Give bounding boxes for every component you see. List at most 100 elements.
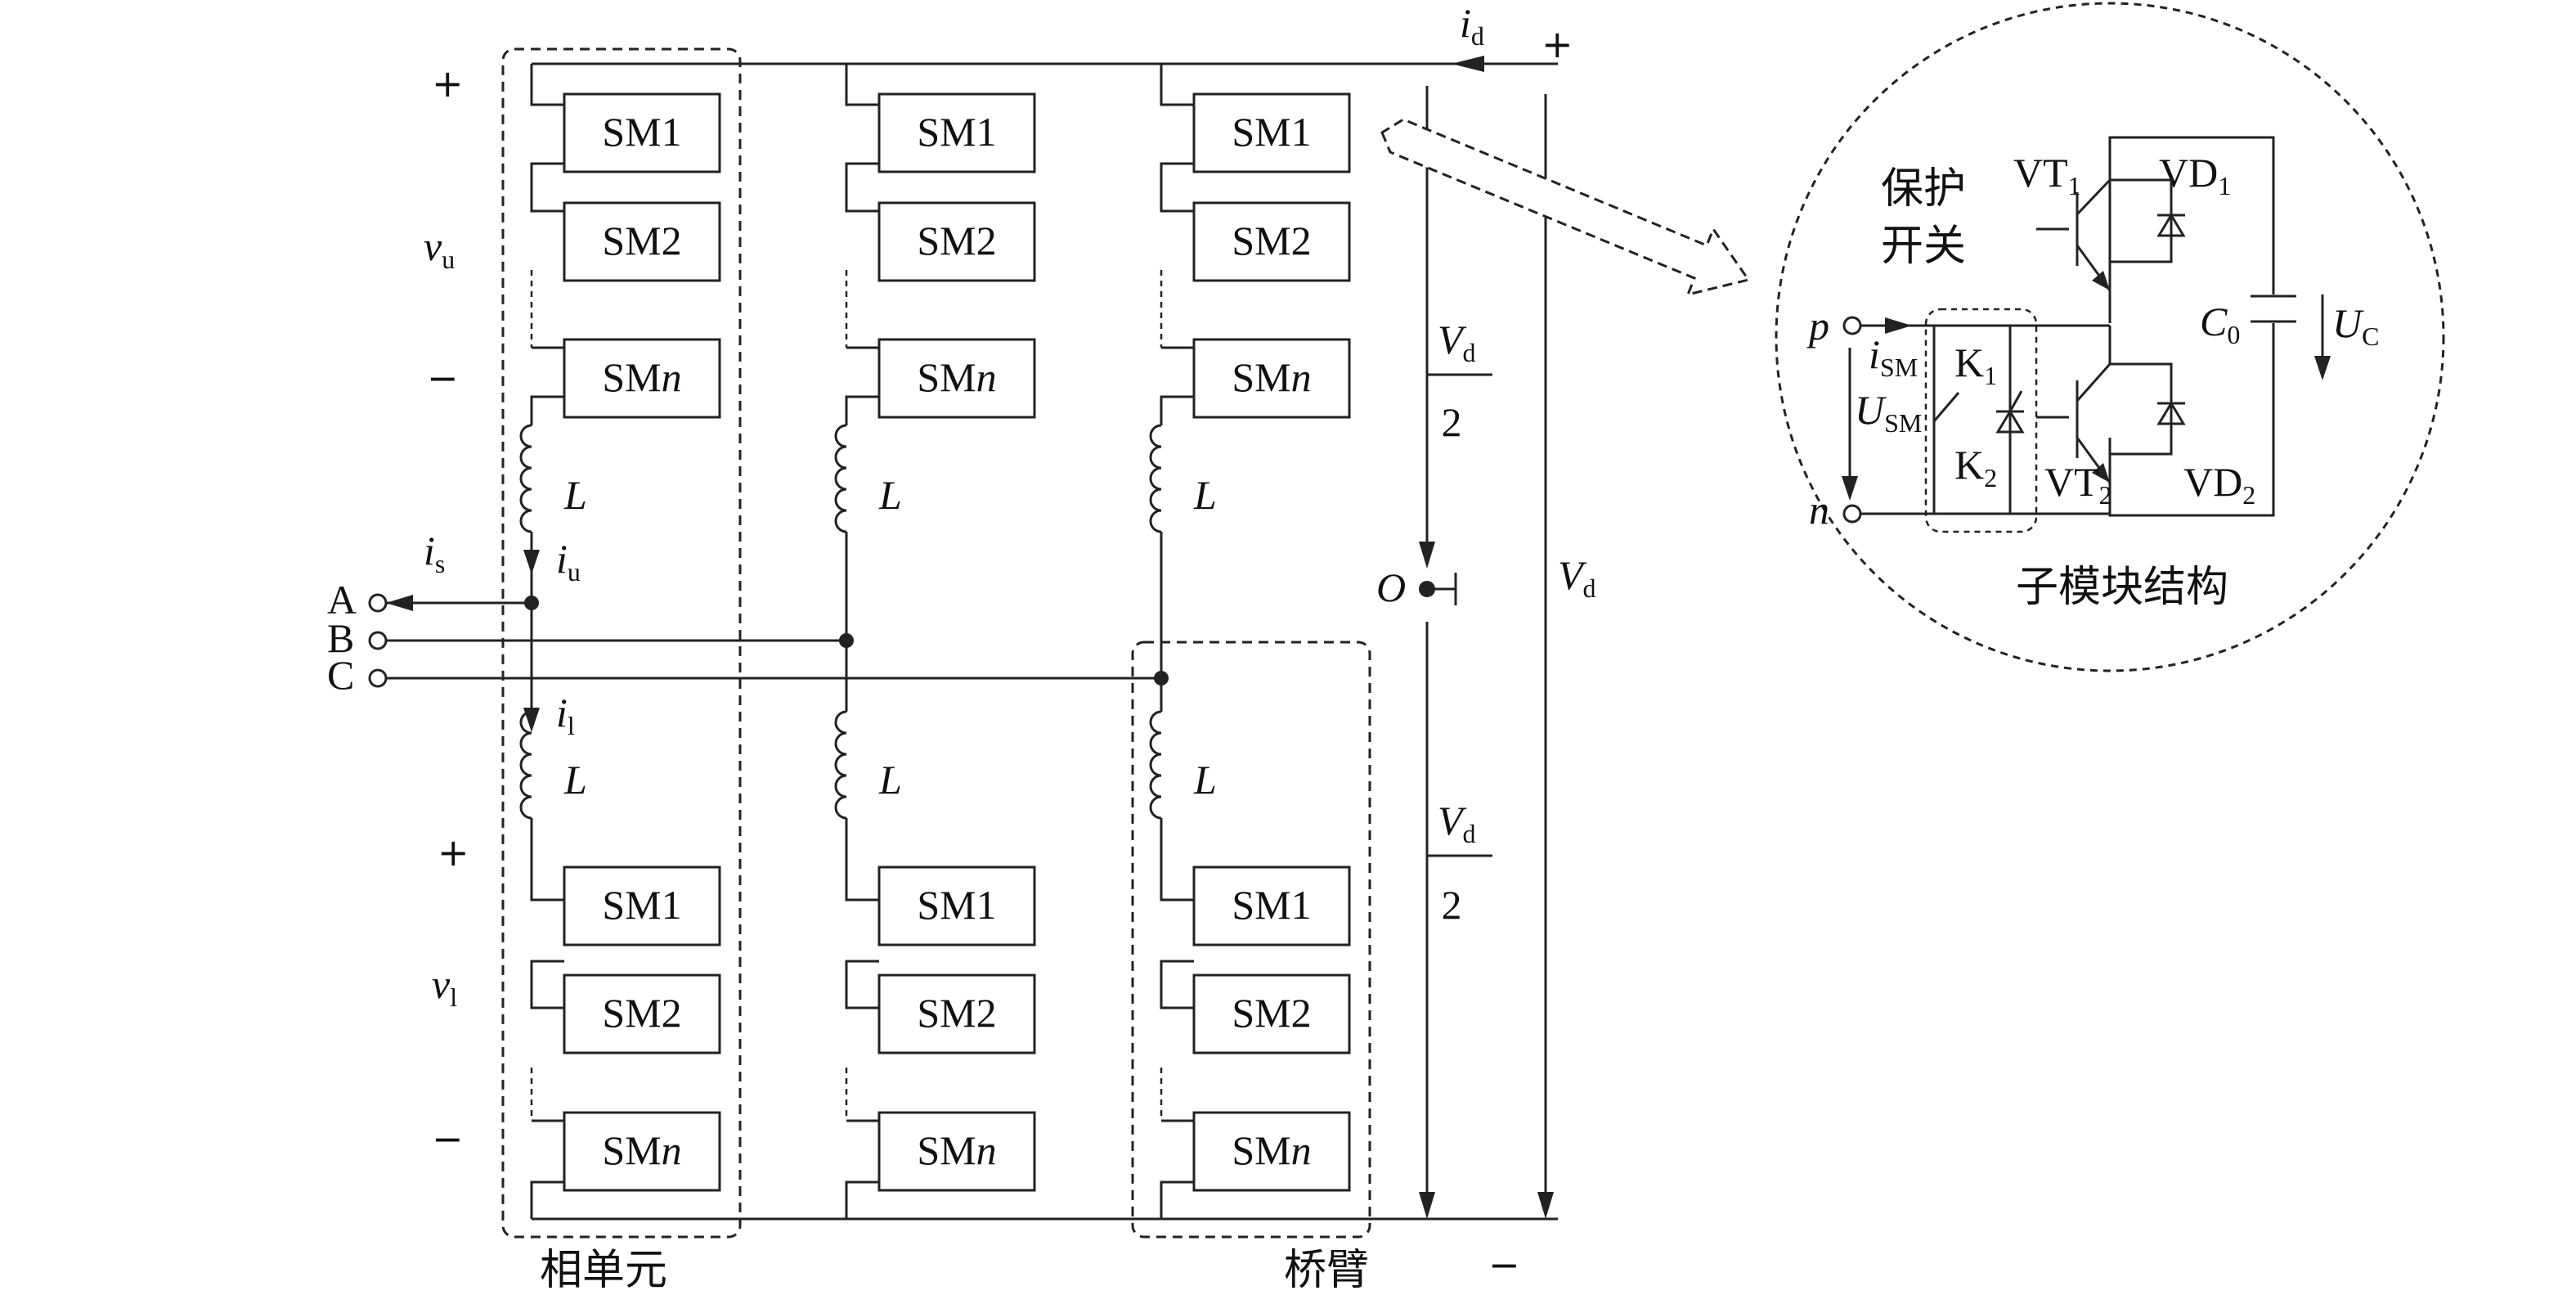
id-label: id bbox=[1460, 0, 1484, 51]
vt1-label: VT1 bbox=[2013, 150, 2081, 200]
submodule-label: SM2 bbox=[917, 218, 996, 263]
vd1-icon bbox=[2156, 213, 2186, 237]
vt2-label: VT2 bbox=[2044, 459, 2112, 510]
submodule-box bbox=[563, 92, 721, 173]
inductor-label: L bbox=[563, 472, 587, 518]
phase-column-c bbox=[1149, 64, 1194, 1219]
ism-arrow bbox=[1885, 317, 1912, 334]
submodule-box bbox=[1192, 1111, 1351, 1192]
terminal-c-label: C bbox=[327, 652, 354, 698]
iu-label: iu bbox=[556, 536, 581, 587]
terminal-a bbox=[368, 593, 388, 613]
k2-switch-icon bbox=[1932, 392, 1960, 422]
usm-arrow bbox=[1842, 476, 1858, 501]
usm-label: USM bbox=[1855, 387, 1922, 438]
lower-arm-b: SM1 SM2 SMn bbox=[877, 866, 1036, 1192]
submodule-box bbox=[1192, 201, 1351, 282]
submodule-box bbox=[877, 866, 1036, 947]
submodule-detail: 保护 开关 VT1 VD1 VT2 VD2 bbox=[1775, 2, 2445, 672]
dc-plus: + bbox=[1542, 22, 1573, 66]
submodule-label: SM2 bbox=[602, 218, 681, 263]
inductor-label: L bbox=[878, 472, 902, 518]
vu-plus: + bbox=[432, 61, 464, 106]
junction-dot bbox=[839, 633, 854, 648]
dc-minus: − bbox=[1488, 1243, 1520, 1287]
upper-arm-b: SM1 SM2 SMn bbox=[877, 92, 1036, 419]
submodule-label-n: SMn bbox=[917, 1127, 996, 1173]
submodule-box bbox=[563, 1111, 721, 1192]
submodule-label: SM2 bbox=[602, 990, 681, 1036]
submodule-label-n: SMn bbox=[917, 354, 996, 400]
submodule-label: SM2 bbox=[1232, 990, 1311, 1036]
vd-label: Vd bbox=[1558, 552, 1596, 603]
submodule-box bbox=[877, 974, 1036, 1054]
submodule-box bbox=[1192, 866, 1351, 947]
submodule-box bbox=[563, 974, 721, 1054]
submodule-label: SM2 bbox=[917, 990, 996, 1036]
neutral-label: O bbox=[1376, 564, 1406, 610]
submodule-label-n: SMn bbox=[602, 354, 681, 400]
vd1-label: VD1 bbox=[2159, 150, 2231, 200]
bridge-arm-label: 桥臂 bbox=[1284, 1246, 1369, 1295]
submodule-box bbox=[877, 1111, 1036, 1192]
vl-minus: − bbox=[432, 1117, 464, 1161]
inductor-labels: L L L L L L bbox=[563, 472, 1217, 803]
submodule-box bbox=[877, 92, 1036, 173]
vd2-icon bbox=[2156, 401, 2186, 425]
il-label: il bbox=[556, 690, 575, 740]
submodule-label-n: SMn bbox=[1232, 354, 1311, 400]
protect-switch-label-2: 开关 bbox=[1881, 222, 1966, 271]
upper-arm-c: SM1 SM2 SMn bbox=[1192, 92, 1351, 419]
n-terminal bbox=[1842, 504, 1862, 524]
submodule-label: SM1 bbox=[1232, 882, 1311, 928]
phase-column-b bbox=[834, 64, 879, 1219]
k1-label: K1 bbox=[1954, 339, 1997, 390]
submodule-box bbox=[1192, 338, 1351, 419]
inductor-label: L bbox=[563, 757, 587, 803]
p-terminal bbox=[1842, 316, 1862, 335]
ism-label: iSM bbox=[1869, 331, 1918, 382]
submodule-label: SM2 bbox=[1232, 218, 1311, 263]
ac-terminals: A B C bbox=[327, 577, 1169, 698]
c0-label: C0 bbox=[2200, 299, 2240, 349]
left-annotations: + vu − is iu il + vl − bbox=[424, 61, 581, 1161]
half-vd-lower-denominator: 2 bbox=[1442, 882, 1462, 928]
submodule-label: SM1 bbox=[602, 109, 681, 155]
submodule-label: SM1 bbox=[602, 882, 681, 928]
k1-thyristor-icon bbox=[1995, 409, 2025, 434]
vu-minus: − bbox=[427, 356, 459, 400]
protect-switch-label-1: 保护 bbox=[1881, 164, 1966, 214]
id-arrow bbox=[1452, 56, 1484, 72]
lower-rail bbox=[2108, 323, 2275, 517]
submodule-box bbox=[563, 866, 721, 947]
submodule-label-n: SMn bbox=[602, 1127, 681, 1173]
phase-unit-outline bbox=[501, 47, 742, 1239]
submodule-box bbox=[1192, 92, 1351, 173]
n-terminal-label: n bbox=[1809, 487, 1829, 533]
inductor-label: L bbox=[1193, 472, 1217, 518]
p-terminal-label: p bbox=[1806, 303, 1829, 348]
half-vd-upper: Vd bbox=[1438, 317, 1476, 367]
inductor-label: L bbox=[1193, 757, 1217, 803]
submodule-box bbox=[1192, 974, 1351, 1054]
submodule-box bbox=[563, 201, 721, 282]
junction-dot bbox=[524, 596, 539, 610]
half-vd-upper-denominator: 2 bbox=[1442, 399, 1462, 445]
submodule-box bbox=[877, 201, 1036, 282]
vd2-label: VD2 bbox=[2183, 459, 2255, 510]
uc-arrow bbox=[2314, 356, 2331, 380]
submodule-label-n: SMn bbox=[1232, 1127, 1311, 1173]
terminal-b bbox=[368, 631, 388, 650]
submodule-detail-outline bbox=[1775, 2, 2445, 672]
k2-label: K2 bbox=[1954, 442, 1997, 492]
lower-arm-c: SM1 SM2 SMn bbox=[1192, 866, 1351, 1192]
submodule-label: SM1 bbox=[1232, 109, 1311, 155]
phase-column-a bbox=[519, 64, 564, 1219]
dc-side: id + − Vd 2 O Vd 2 Vd bbox=[1376, 0, 1596, 1287]
inductor-label: L bbox=[878, 757, 902, 803]
is-label: is bbox=[424, 528, 445, 578]
uc-label: UC bbox=[2332, 300, 2379, 351]
vl-label: vl bbox=[432, 961, 457, 1012]
zoom-pointer-arrow bbox=[1380, 118, 1751, 297]
junction-dot bbox=[1154, 671, 1169, 686]
